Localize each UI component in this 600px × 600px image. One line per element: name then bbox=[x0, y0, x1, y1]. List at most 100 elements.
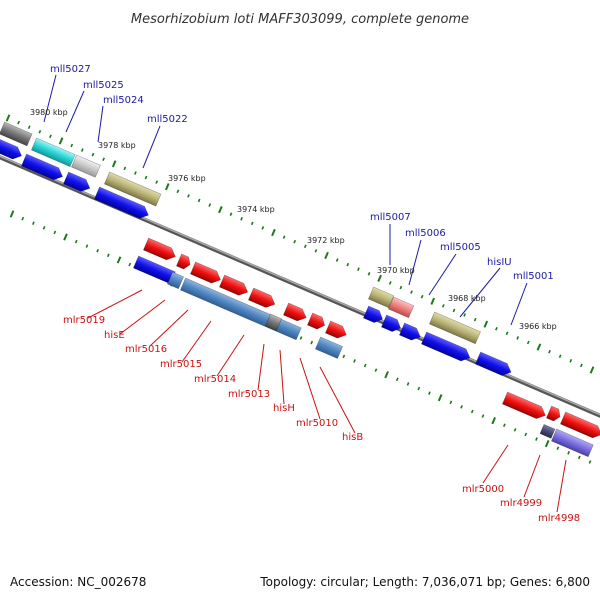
bottom-gene-labels: mlr5019 hisE mlr5016 mlr5015 mlr5014 mlr… bbox=[63, 315, 580, 524]
label-connector bbox=[257, 343, 265, 391]
gene-label-mll5027[interactable]: mll5027 bbox=[50, 64, 91, 75]
gene-label-mlr5000[interactable]: mlr5000 bbox=[462, 484, 504, 495]
coordinate-tick bbox=[503, 423, 506, 428]
coordinate-tick bbox=[261, 226, 265, 230]
gene-label-hisIU[interactable]: hisIU bbox=[487, 257, 512, 268]
gene-arrow-plus[interactable] bbox=[190, 261, 223, 286]
gene-block-mlr4998[interactable] bbox=[551, 428, 594, 458]
coordinate-tick bbox=[346, 262, 350, 267]
coordinate-tick bbox=[420, 294, 424, 299]
coordinate-tick bbox=[335, 258, 339, 262]
label-connector bbox=[299, 357, 321, 420]
kbp-label: 3968 kbp bbox=[448, 294, 486, 303]
label-connector bbox=[459, 267, 501, 318]
gene-label-hisE[interactable]: hisE bbox=[104, 330, 125, 341]
gene-label-mll5007[interactable]: mll5007 bbox=[370, 212, 411, 223]
gene-arrow-minus[interactable] bbox=[94, 186, 151, 221]
coordinate-tick bbox=[395, 377, 399, 382]
gene-arrow-minus[interactable] bbox=[63, 171, 92, 194]
coordinate-tick bbox=[21, 216, 25, 221]
kbp-label: 3966 kbp bbox=[519, 322, 557, 331]
label-connector bbox=[97, 105, 104, 143]
coordinate-tick bbox=[32, 221, 35, 225]
gene-arrow-plus[interactable] bbox=[325, 320, 349, 341]
gene-arrow-plus[interactable] bbox=[143, 237, 178, 263]
coordinate-tick bbox=[106, 253, 110, 258]
label-connector bbox=[428, 253, 457, 296]
gene-label-mlr4998[interactable]: mlr4998 bbox=[538, 513, 580, 524]
gene-arrow-minus[interactable] bbox=[21, 153, 65, 183]
gene-label-mll5025[interactable]: mll5025 bbox=[83, 80, 124, 91]
coordinate-tick bbox=[535, 437, 538, 441]
gene-arrow-minus[interactable] bbox=[381, 314, 403, 334]
gene-arrow-minus[interactable] bbox=[421, 331, 472, 364]
coordinate-tick bbox=[460, 405, 463, 409]
gene-block-mll5025[interactable] bbox=[31, 137, 76, 167]
gene-block-mll5027[interactable] bbox=[0, 121, 33, 147]
gene-label-mll5006[interactable]: mll5006 bbox=[405, 228, 446, 239]
label-connectors bbox=[43, 74, 567, 513]
coordinate-tick bbox=[102, 157, 105, 162]
gene-arrow-plus[interactable] bbox=[307, 312, 327, 331]
gene-block-mll5024-overlay[interactable] bbox=[71, 154, 101, 178]
gene-arrow-minus[interactable] bbox=[363, 305, 385, 325]
gene-label-mlr5016[interactable]: mlr5016 bbox=[125, 344, 167, 355]
gene-label-mlr5013[interactable]: mlr5013 bbox=[228, 389, 270, 400]
gene-label-mlr4999[interactable]: mlr4999 bbox=[500, 498, 542, 509]
coordinate-tick bbox=[428, 391, 431, 395]
coordinate-tick bbox=[388, 281, 392, 285]
gene-block-mll5006-overlay[interactable] bbox=[388, 296, 415, 319]
gene-arrow-minus[interactable] bbox=[399, 322, 423, 343]
gene-arrow-plus[interactable] bbox=[502, 391, 548, 421]
coordinate-tick bbox=[569, 359, 573, 363]
gene-label-mlr5010[interactable]: mlr5010 bbox=[296, 418, 338, 429]
gene-arrow-plus[interactable] bbox=[546, 405, 562, 423]
coordinate-tick bbox=[9, 210, 15, 218]
coordinate-tick bbox=[452, 308, 456, 313]
gene-arrow-plus[interactable] bbox=[283, 302, 308, 324]
coordinate-tick bbox=[491, 417, 496, 425]
coordinate-tick bbox=[314, 249, 318, 253]
gene-label-mlr5015[interactable]: mlr5015 bbox=[160, 359, 202, 370]
gene-label-mll5005[interactable]: mll5005 bbox=[440, 242, 481, 253]
gene-arrow-minus[interactable] bbox=[475, 351, 513, 378]
gene-label-mlr5014[interactable]: mlr5014 bbox=[194, 374, 236, 385]
coordinate-tick bbox=[324, 251, 329, 260]
gene-arrow-minus[interactable] bbox=[0, 137, 24, 162]
kbp-label: 3970 kbp bbox=[377, 266, 415, 275]
gene-label-hisB[interactable]: hisB bbox=[342, 432, 363, 443]
kbp-label: 3980 kbp bbox=[30, 108, 68, 117]
gene-label-mll5001[interactable]: mll5001 bbox=[513, 271, 554, 282]
gene-block-mll5022-overlay[interactable] bbox=[104, 171, 162, 207]
gene-arrow-plus[interactable] bbox=[219, 274, 250, 298]
label-connector bbox=[181, 320, 212, 363]
label-connector bbox=[149, 309, 189, 347]
gene-arrow-plus[interactable] bbox=[248, 287, 277, 310]
gene-arrow-plus[interactable] bbox=[176, 253, 192, 271]
coordinate-tick bbox=[250, 221, 254, 226]
coordinate-tick bbox=[437, 394, 443, 402]
coordinate-tick bbox=[526, 340, 530, 345]
gene-block-hisE[interactable] bbox=[167, 271, 184, 290]
gene-label-mlr5019[interactable]: mlr5019 bbox=[63, 315, 105, 326]
gene-label-mll5024[interactable]: mll5024 bbox=[103, 95, 144, 106]
gene-label-mll5022[interactable]: mll5022 bbox=[147, 114, 188, 125]
coordinate-tick bbox=[240, 217, 243, 221]
coordinate-tick bbox=[577, 455, 581, 460]
gene-arrow-plus[interactable] bbox=[560, 411, 600, 441]
gene-block-hisB[interactable] bbox=[315, 336, 344, 359]
gene-block-mll5005-overlay[interactable] bbox=[429, 311, 481, 345]
gene-block-mll5007-overlay[interactable] bbox=[368, 286, 395, 309]
gene-label-hisH[interactable]: hisH bbox=[273, 403, 295, 414]
coordinate-tick bbox=[463, 313, 466, 317]
kbp-label: 3976 kbp bbox=[168, 174, 206, 183]
coordinate-tick bbox=[128, 262, 132, 267]
coordinate-tick bbox=[513, 428, 517, 432]
kbp-label: 3972 kbp bbox=[307, 236, 345, 245]
coordinate-tick bbox=[430, 297, 436, 305]
gene-block-mlr4999[interactable] bbox=[539, 424, 556, 439]
coordinate-tick bbox=[111, 160, 117, 168]
gene-features bbox=[0, 121, 600, 458]
gene-block-hisH-overlay[interactable] bbox=[265, 313, 282, 332]
coordinate-tick bbox=[410, 290, 413, 294]
